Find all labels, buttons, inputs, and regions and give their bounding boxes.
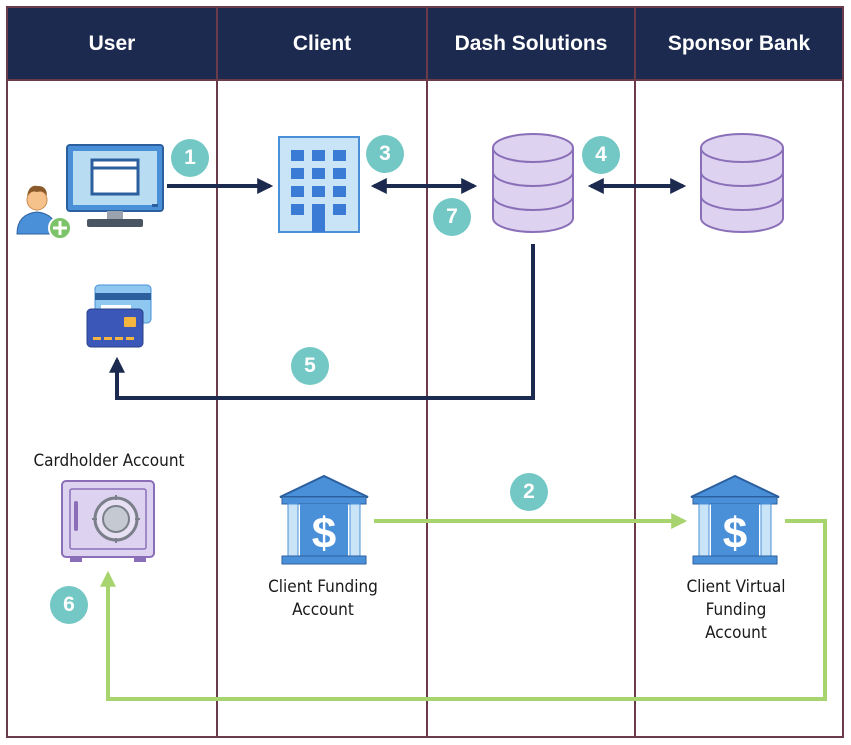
step-badge-6: 6: [50, 586, 88, 624]
step-badge-5: 5: [291, 347, 329, 385]
lane-divider: [216, 8, 218, 738]
lane-header-dash-solutions: Dash Solutions: [428, 8, 634, 80]
client-virtual-funding-account-label-line1: Client Virtual: [686, 577, 786, 597]
arrow-virtual-to-cardholder: [100, 519, 827, 701]
lane-divider: [634, 8, 636, 738]
lane-header-sponsor-bank: Sponsor Bank: [636, 8, 842, 80]
step-badge-4: 4: [582, 136, 620, 174]
step-badge-1: 1: [171, 139, 209, 177]
step-badge-7: 7: [433, 198, 471, 236]
bank-icon: $: [690, 474, 780, 565]
database-icon: [700, 133, 784, 233]
lane-divider: [426, 8, 428, 738]
user-add-icon: [16, 185, 72, 240]
svg-text:$: $: [312, 509, 336, 558]
lane-header-client: Client: [218, 8, 426, 80]
credit-cards-icon: [86, 284, 152, 348]
diagram-frame: [6, 6, 844, 738]
lane-header-user: User: [8, 8, 216, 80]
client-funding-account-label-line1: Client Funding: [268, 577, 378, 597]
client-virtual-funding-account-label-line2: Funding: [705, 600, 767, 620]
client-funding-account-label-line2: Account: [292, 600, 354, 620]
step-badge-2: 2: [510, 473, 548, 511]
header-divider: [8, 79, 842, 81]
database-icon: [492, 133, 574, 233]
step-badge-3: 3: [366, 135, 404, 173]
arrow-dash-to-card: [109, 244, 535, 400]
office-building-icon: [278, 136, 360, 233]
svg-text:$: $: [723, 509, 747, 558]
computer-icon: [66, 144, 164, 227]
client-virtual-funding-account-label-line3: Account: [705, 623, 767, 643]
cardholder-account-label: Cardholder Account: [33, 451, 185, 471]
bank-icon: $: [279, 474, 369, 565]
safe-icon: [61, 480, 155, 562]
